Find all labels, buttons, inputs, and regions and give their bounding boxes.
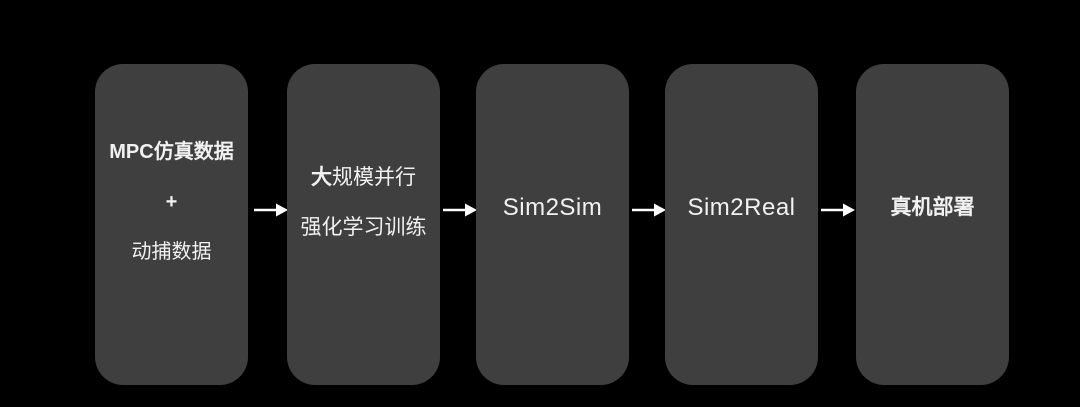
stage-label-line: 强化学习训练 — [300, 216, 427, 239]
stage-content: Sim2Sim — [503, 195, 603, 220]
stage-label-prefix: 大 — [311, 166, 332, 189]
flow-stage-rl-training: 大规模并行 强化学习训练 — [287, 64, 440, 385]
stage-label-line: 真机部署 — [890, 196, 975, 219]
arrow-right-icon — [821, 202, 855, 218]
stage-label-rest: 规模并行 — [332, 166, 416, 189]
flow-stage-training-data: MPC仿真数据 + 动捕数据 — [95, 64, 248, 385]
stage-label-line: MPC仿真数据 — [109, 141, 234, 163]
stage-content: Sim2Real — [687, 195, 795, 220]
stage-content: 大规模并行 强化学习训练 — [301, 165, 427, 240]
flow-stage-sim2sim: Sim2Sim — [476, 64, 629, 385]
stage-label-line: 动捕数据 — [131, 241, 212, 263]
flow-stage-sim2real: Sim2Real — [665, 64, 818, 385]
arrow-right-icon — [632, 202, 666, 218]
flow-stage-real-robot-deployment: 真机部署 — [856, 64, 1009, 385]
stage-label-line: 大规模并行 — [311, 165, 416, 190]
arrow-right-icon — [254, 202, 288, 218]
stage-label-line: Sim2Real — [687, 194, 796, 221]
stage-content: 真机部署 — [891, 195, 975, 220]
stage-content: MPC仿真数据 + 动捕数据 — [109, 140, 233, 265]
plus-symbol: + — [165, 191, 178, 213]
stage-label-line: Sim2Sim — [502, 194, 603, 221]
arrow-right-icon — [443, 202, 477, 218]
